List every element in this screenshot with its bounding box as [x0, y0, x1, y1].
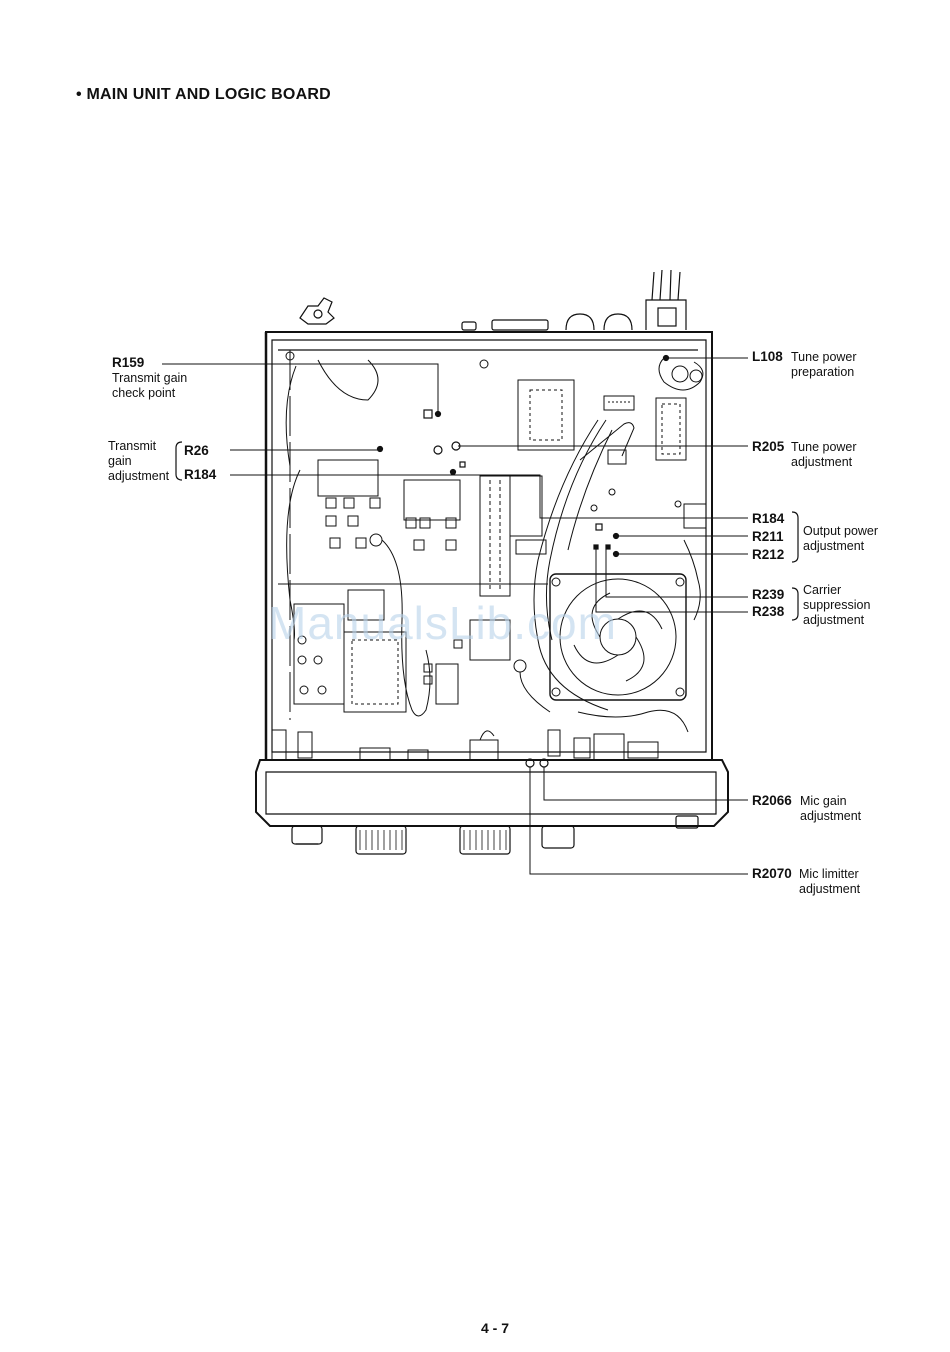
test-points	[376, 354, 670, 768]
callout-carrier-desc3: adjustment	[803, 613, 865, 627]
callout-r212-ref: R212	[752, 547, 785, 562]
callout-r159-desc1: Transmit gain	[112, 371, 188, 385]
callout-r211-ref: R211	[752, 529, 784, 544]
callout-r205-desc1: Tune power	[791, 440, 857, 454]
page-title: • MAIN UNIT AND LOGIC BOARD	[76, 86, 331, 103]
chassis-body	[255, 331, 729, 855]
callout-tx-gain-desc3: adjustment	[108, 469, 170, 483]
rear-connectors	[299, 269, 687, 331]
callout-r26-ref: R26	[184, 443, 209, 458]
callout-r159-desc2: check point	[112, 386, 176, 400]
callout-r205-ref: R205	[752, 439, 785, 454]
leader-lines	[162, 357, 748, 875]
callout-carrier-desc1: Carrier	[803, 583, 842, 597]
callout-tx-gain-desc1: Transmit	[108, 439, 157, 453]
callout-r2070-ref: R2070	[752, 866, 792, 881]
callout-l108-desc1: Tune power	[791, 350, 857, 364]
callout-r2066-ref: R2066	[752, 793, 792, 808]
callout-r159-ref: R159	[112, 355, 145, 370]
callout-l108-desc2: preparation	[791, 365, 855, 379]
callout-r184-right-ref: R184	[752, 511, 785, 526]
callout-r2070-desc2: adjustment	[799, 882, 861, 896]
callout-r2066-desc2: adjustment	[800, 809, 862, 823]
callout-output-power-desc1: Output power	[803, 524, 879, 538]
brackets	[175, 441, 799, 621]
callout-tx-gain-desc2: gain	[108, 454, 132, 468]
callout-r238-ref: R238	[752, 604, 785, 619]
callout-r2066-desc1: Mic gain	[800, 794, 847, 808]
callout-r184-left-ref: R184	[184, 467, 217, 482]
callout-r239-ref: R239	[752, 587, 785, 602]
callout-r2070-desc1: Mic limitter	[799, 867, 859, 881]
callout-r205-desc2: adjustment	[791, 455, 853, 469]
callout-output-power-desc2: adjustment	[803, 539, 865, 553]
callout-carrier-desc2: suppression	[803, 598, 871, 612]
boards	[271, 350, 707, 761]
page-number: 4 - 7	[481, 1320, 510, 1336]
callout-l108-ref: L108	[752, 349, 783, 364]
watermark: ManualsLib.com	[268, 597, 617, 649]
